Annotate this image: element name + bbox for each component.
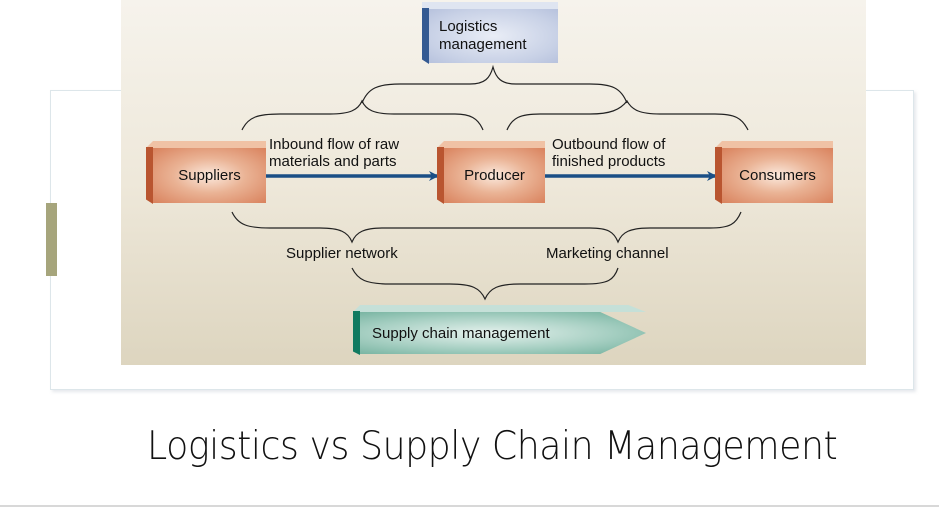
- node-producer: Producer: [437, 141, 545, 204]
- box-top-face: [715, 141, 833, 148]
- node-logistics-management: Logistics management: [422, 2, 558, 64]
- marketing-channel-label: Marketing channel: [546, 245, 669, 262]
- logistics-label-line1: Logistics: [439, 18, 498, 35]
- supplier-network-label: Supplier network: [286, 245, 398, 262]
- outbound-flow-label: Outbound flow of finished products: [552, 136, 665, 170]
- brace-supply-chain: [351, 267, 619, 301]
- producer-label: Producer: [444, 148, 545, 203]
- outbound-line1: Outbound flow of: [552, 136, 666, 153]
- box-side-face: [353, 311, 360, 355]
- slide-title: Logistics vs Supply Chain Management: [147, 424, 838, 469]
- accent-bar: [46, 203, 57, 276]
- box-top-face: [437, 141, 545, 148]
- brace-inbound: [241, 99, 484, 131]
- outbound-line2: finished products: [552, 153, 666, 170]
- node-supply-chain-management: Supply chain management: [353, 305, 646, 355]
- suppliers-label: Suppliers: [153, 148, 266, 203]
- supply-chain-label: Supply chain management: [360, 312, 646, 354]
- box-front: Logistics management: [429, 9, 558, 63]
- logistics-label-line2: management: [439, 36, 527, 53]
- consumers-label: Consumers: [722, 148, 833, 203]
- box-side-face: [146, 147, 153, 204]
- bottom-divider: [0, 505, 939, 507]
- node-consumers: Consumers: [715, 141, 833, 204]
- inbound-line1: Inbound flow of raw: [269, 136, 400, 153]
- box-side-face: [422, 8, 429, 64]
- box-top-face: [353, 305, 646, 312]
- inbound-flow-label: Inbound flow of raw materials and parts: [269, 136, 399, 170]
- box-top-face: [422, 2, 558, 9]
- brace-supply-network: [231, 211, 742, 244]
- box-side-face: [437, 147, 444, 204]
- box-top-face: [146, 141, 266, 148]
- inbound-line2: materials and parts: [269, 153, 397, 170]
- brace-logistics: [361, 64, 628, 104]
- box-side-face: [715, 147, 722, 204]
- node-suppliers: Suppliers: [146, 141, 266, 204]
- brace-outbound: [506, 99, 749, 131]
